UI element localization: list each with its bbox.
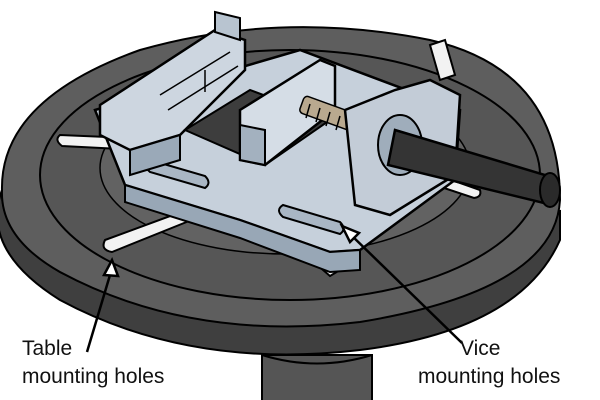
arrow-vice-pointer [339, 223, 463, 344]
table-mounting-holes-label: Table mounting holes [22, 335, 164, 391]
vice-handle [386, 128, 561, 208]
table-label-line2: mounting holes [22, 365, 165, 388]
arrow-table-pointer [85, 256, 120, 353]
vice-mounting-holes-label: Vice mounting holes [418, 335, 560, 391]
vice [93, 10, 462, 274]
vice-label-line1: Vice [460, 337, 501, 360]
vice-label-line2: mounting holes [418, 365, 561, 388]
table-label-line1: Table [22, 337, 73, 360]
drill-press-column [261, 354, 373, 400]
